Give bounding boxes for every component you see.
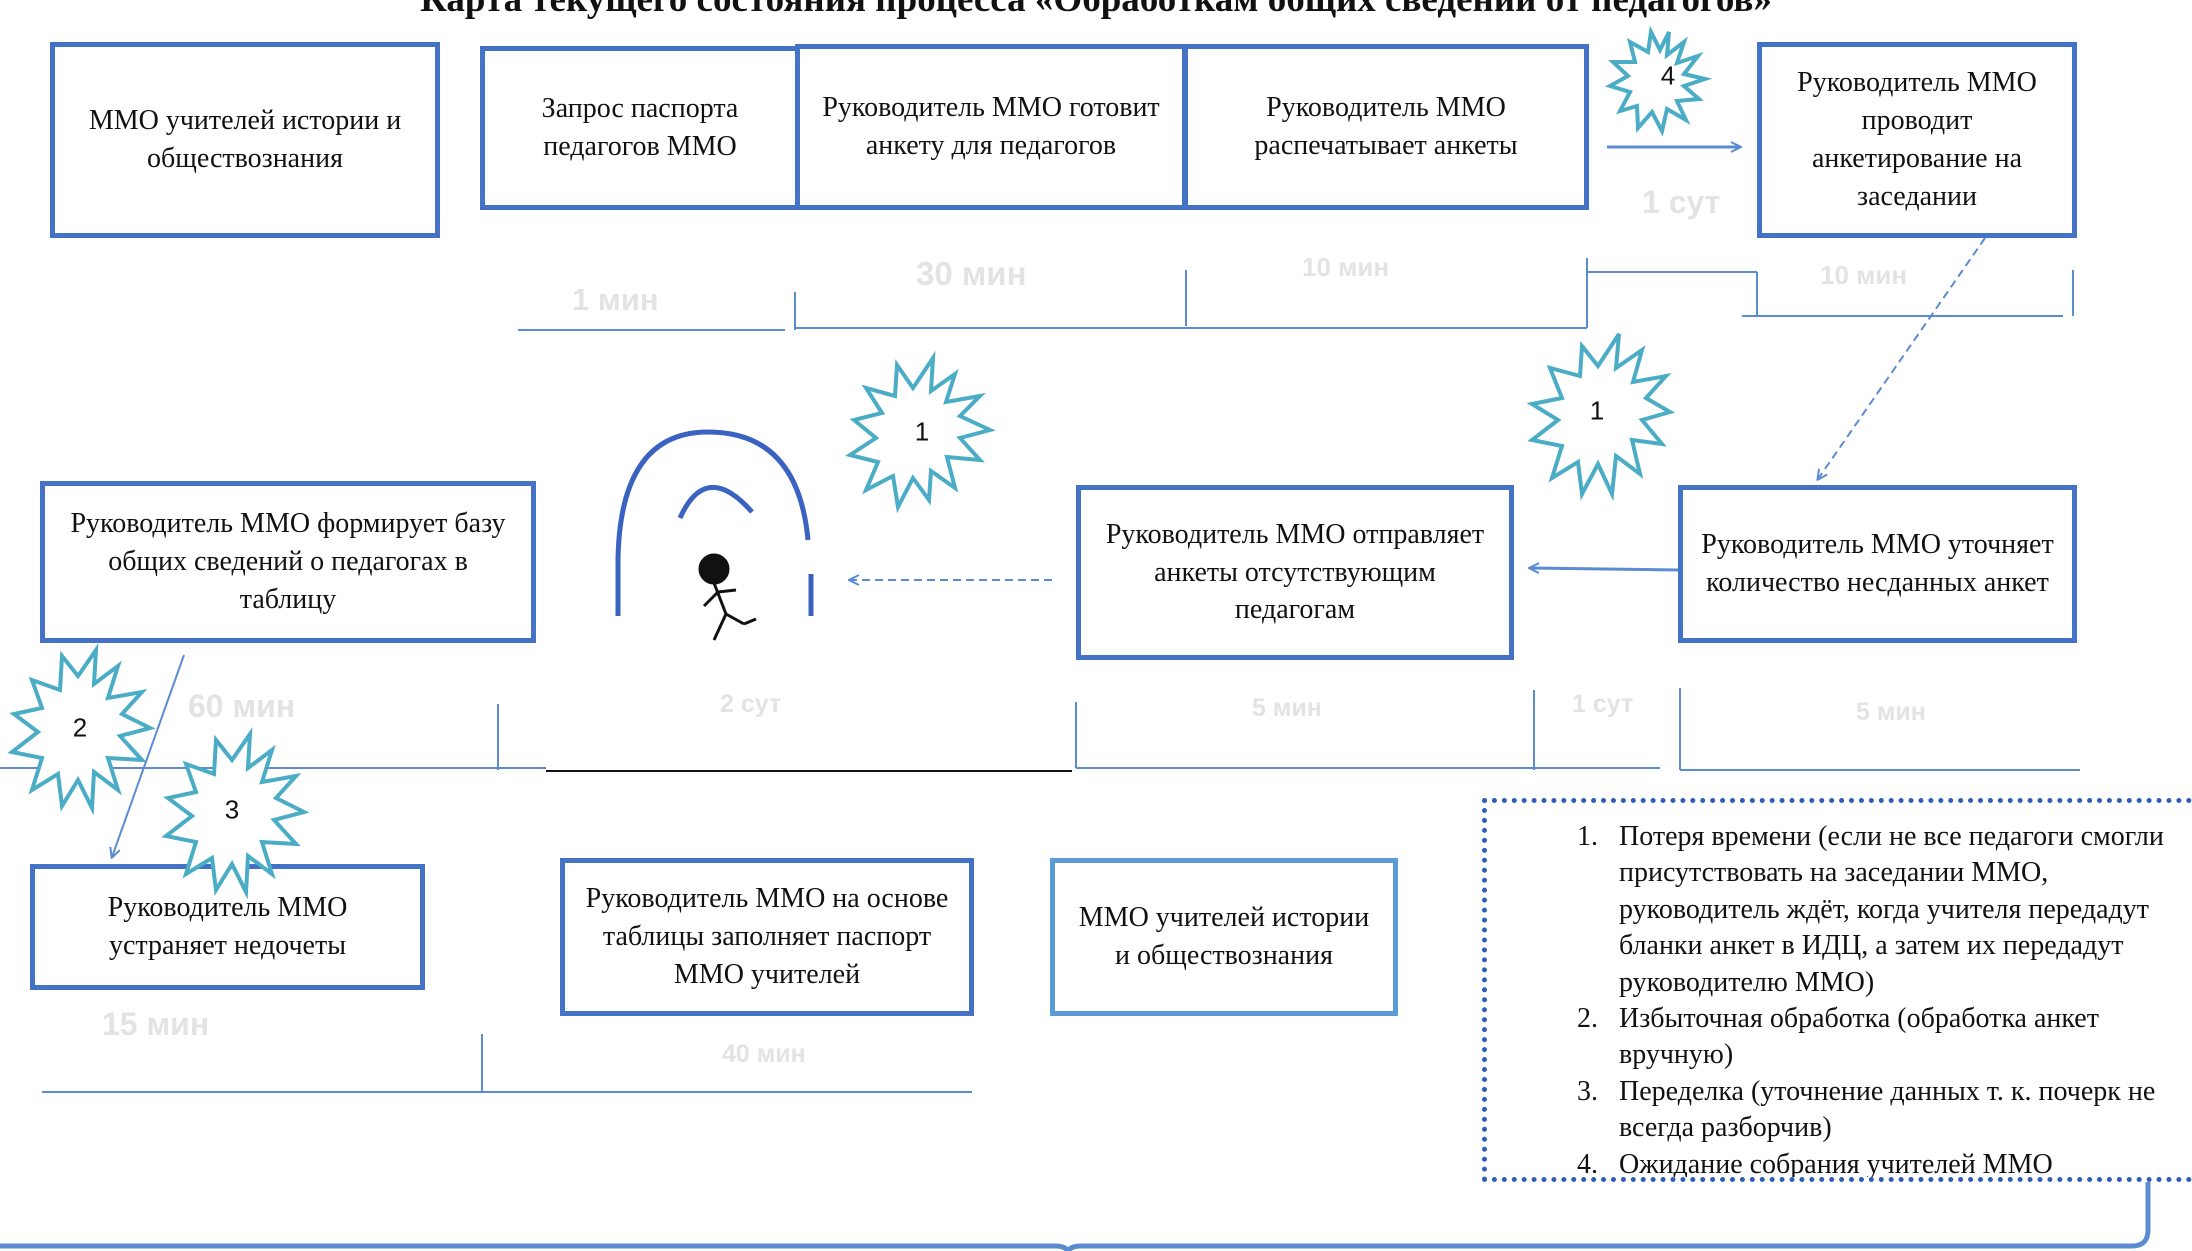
running-person-icon bbox=[698, 553, 757, 641]
legend-item-2: Избыточная обработка (обработка анкет вр… bbox=[1605, 1001, 2182, 1074]
box-base: Руководитель ММО формирует базу общих св… bbox=[40, 481, 536, 643]
burst-label-2: 2 bbox=[72, 712, 88, 743]
box-mmo-top: ММО учителей истории и обществознания bbox=[50, 42, 440, 238]
duration-clarify: 5 мин bbox=[1856, 698, 1926, 726]
box-prepare-text: Руководитель ММО готовит анкету для педа… bbox=[822, 92, 1160, 161]
bottom-brace bbox=[0, 1182, 2151, 1251]
duration-fix: 15 мин bbox=[102, 1006, 210, 1042]
box-mmo-bottom: ММО учителей истории и обществознания bbox=[1050, 858, 1398, 1016]
duration-print: 10 мин bbox=[1302, 252, 1390, 282]
box-print: Руководитель ММО распечатывает анкеты bbox=[1183, 44, 1589, 210]
box-send-text: Руководитель ММО отправляет анкеты отсут… bbox=[1105, 518, 1485, 626]
duration-wait-3: 1 сут bbox=[1572, 690, 1634, 718]
box-fix-text: Руководитель ММО устраняет недочеты bbox=[107, 892, 348, 961]
box-send: Руководитель ММО отправляет анкеты отсут… bbox=[1076, 485, 1514, 660]
box-clarify: Руководитель ММО уточняет количество нес… bbox=[1678, 485, 2077, 643]
burst-3-icon bbox=[161, 726, 310, 900]
legend-item-4: Ожидание собрания учителей ММО bbox=[1605, 1147, 2182, 1177]
burst-1-right-icon bbox=[1526, 332, 1676, 502]
box-prepare: Руководитель ММО готовит анкету для педа… bbox=[795, 44, 1187, 210]
box-fix: Руководитель ММО устраняет недочеты bbox=[30, 864, 425, 990]
burst-2-icon bbox=[7, 642, 156, 816]
burst-label-1b: 1 bbox=[1589, 395, 1605, 426]
arrow-clarify-to-send bbox=[1530, 568, 1679, 570]
timeline-middle bbox=[0, 688, 2080, 772]
box-passport-text: Руководитель ММО на основе таблицы запол… bbox=[585, 883, 949, 990]
legend-item-1: Потеря времени (если не все педагоги смо… bbox=[1605, 819, 2182, 1001]
duration-send: 5 мин bbox=[1252, 694, 1322, 722]
legend-list: Потеря времени (если не все педагоги смо… bbox=[1487, 819, 2182, 1177]
diagram-title: Карта текущего состояния процесса «Обраб… bbox=[0, 0, 2192, 21]
duration-wait-1: 1 сут bbox=[1642, 184, 1721, 220]
box-request-text: Запрос паспорта педагогов ММО bbox=[541, 93, 739, 162]
box-survey: Руководитель ММО проводит анкетирование … bbox=[1757, 42, 2077, 238]
timeline-top bbox=[518, 258, 2074, 331]
burst-label-3: 3 bbox=[224, 794, 240, 825]
duration-wait-2: 2 сут bbox=[720, 690, 782, 718]
arrow-base-to-fix bbox=[112, 654, 185, 857]
box-mmo-top-text: ММО учителей истории и обществознания bbox=[88, 105, 402, 174]
duration-passport: 40 мин bbox=[722, 1040, 806, 1068]
burst-1-top-icon bbox=[1604, 25, 1713, 137]
timeline-bottom bbox=[42, 1034, 972, 1093]
box-print-text: Руководитель ММО распечатывает анкеты bbox=[1254, 92, 1518, 161]
box-passport: Руководитель ММО на основе таблицы запол… bbox=[560, 858, 974, 1016]
duration-base: 60 мин bbox=[188, 688, 296, 724]
duration-request: 1 мин bbox=[572, 282, 659, 317]
box-clarify-text: Руководитель ММО уточняет количество нес… bbox=[1701, 529, 2054, 598]
legend-item-3: Переделка (уточнение данных т. к. почерк… bbox=[1605, 1074, 2182, 1147]
box-base-text: Руководитель ММО формирует базу общих св… bbox=[70, 508, 506, 615]
burst-label-1a: 1 bbox=[914, 416, 930, 447]
waiting-arch-icon bbox=[615, 429, 814, 616]
box-survey-text: Руководитель ММО проводит анкетирование … bbox=[1797, 67, 2037, 212]
burst-label-4: 4 bbox=[1660, 60, 1676, 91]
box-mmo-bottom-text: ММО учителей истории и обществознания bbox=[1078, 902, 1370, 971]
duration-survey: 10 мин bbox=[1820, 260, 1908, 290]
legend-box: Потеря времени (если не все педагоги смо… bbox=[1482, 798, 2192, 1182]
box-request: Запрос паспорта педагогов ММО bbox=[480, 46, 800, 210]
duration-prepare: 30 мин bbox=[916, 255, 1027, 292]
arrow-survey-to-clarify bbox=[1818, 237, 1986, 479]
burst-1-left-icon bbox=[845, 350, 996, 514]
